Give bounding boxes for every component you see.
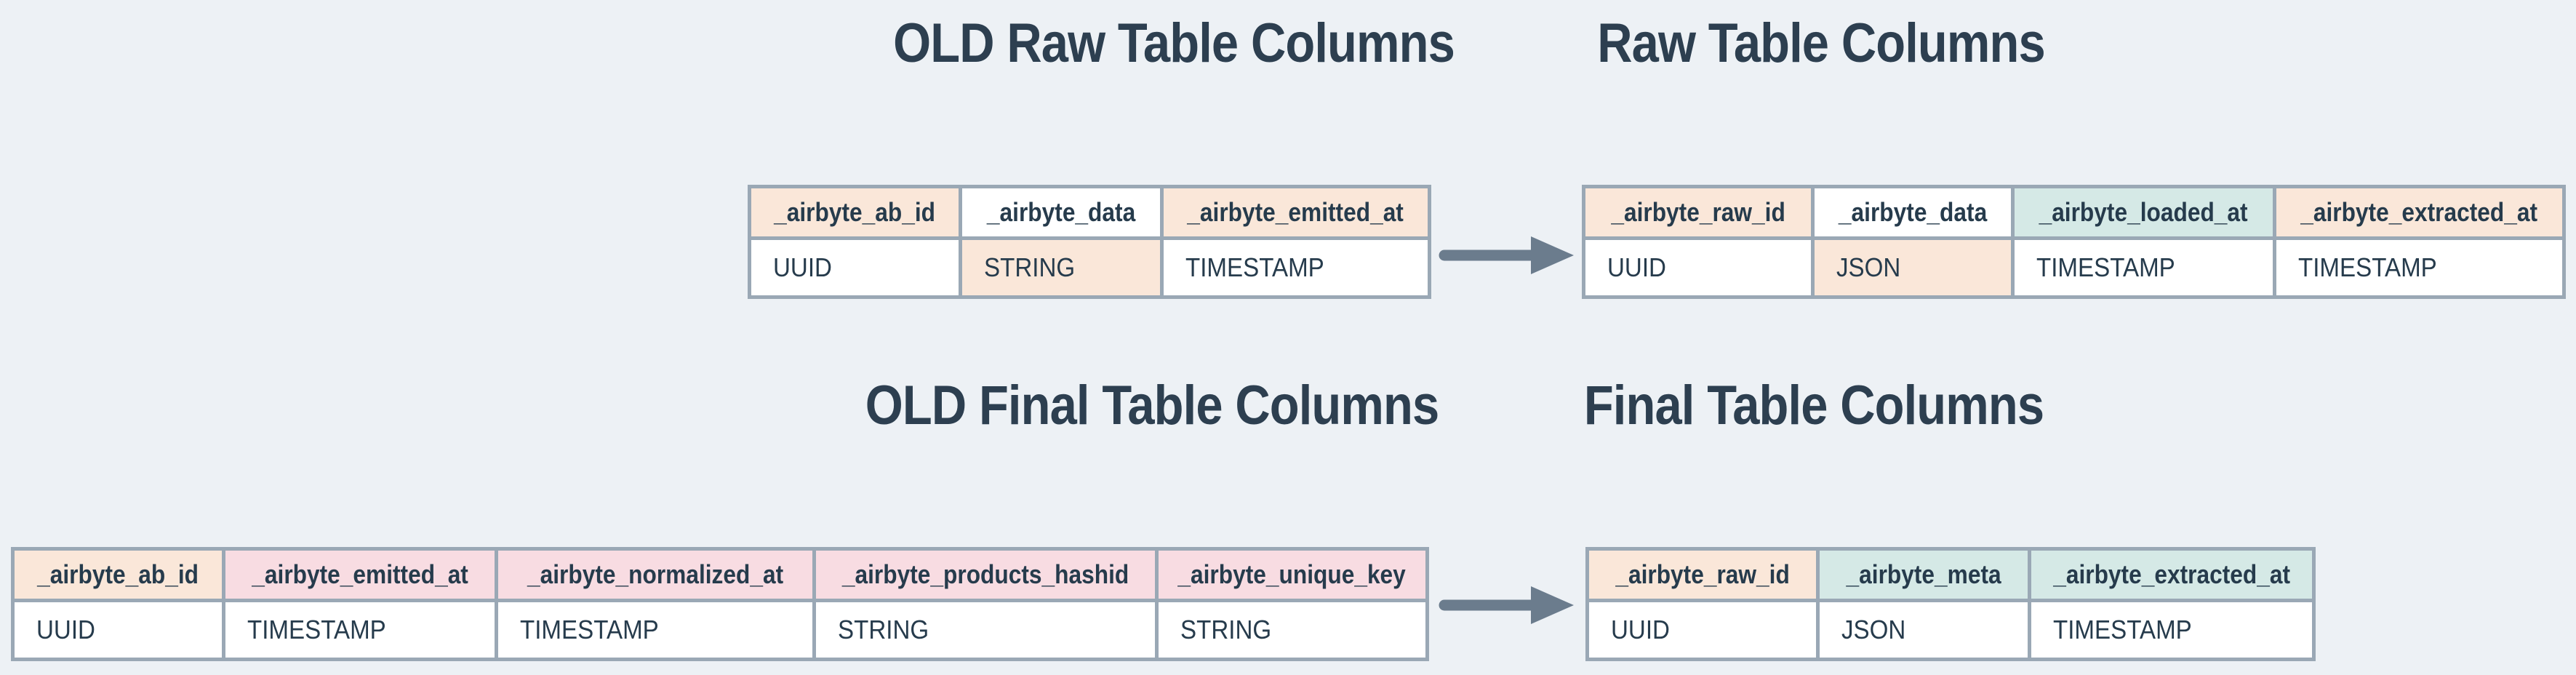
column-type-cell: UUID — [1589, 602, 1816, 658]
column-type-label: TIMESTAMP — [2053, 615, 2192, 644]
column-header-cell: _airbyte_products_hashid — [816, 551, 1155, 599]
column-header-cell: _airbyte_unique_key — [1159, 551, 1425, 599]
column-name-label: _airbyte_data — [1838, 197, 1988, 227]
column-type-label: STRING — [838, 615, 929, 644]
column-name-label: _airbyte_loaded_at — [2039, 197, 2249, 227]
column-header-cell: _airbyte_normalized_at — [498, 551, 812, 599]
column-type-cell: TIMESTAMP — [498, 602, 812, 658]
column-type-label: UUID — [36, 615, 95, 644]
column-type-label: UUID — [773, 252, 832, 282]
column-type-label: JSON — [1836, 252, 1901, 282]
final-table-title: Final Table Columns — [1583, 375, 2044, 436]
column-type-cell: STRING — [1159, 602, 1425, 658]
column-type-cell: JSON — [1820, 602, 2028, 658]
column-name-label: _airbyte_emitted_at — [1187, 197, 1404, 227]
final-migration-arrow-icon — [1439, 586, 1574, 624]
column-name-label: _airbyte_products_hashid — [841, 559, 1129, 589]
column-type-label: UUID — [1611, 615, 1670, 644]
column-type-cell: UUID — [15, 602, 222, 658]
column-header-cell: _airbyte_extracted_at — [2276, 188, 2562, 236]
column-name-label: _airbyte_normalized_at — [527, 559, 784, 589]
column-type-label: TIMESTAMP — [2298, 252, 2437, 282]
column-name-label: _airbyte_extracted_at — [2053, 559, 2290, 589]
column-name-label: _airbyte_extracted_at — [2300, 197, 2538, 227]
column-name-label: _airbyte_ab_id — [774, 197, 936, 227]
column-name-label: _airbyte_meta — [1846, 559, 2001, 589]
column-header-cell: _airbyte_raw_id — [1585, 188, 1811, 236]
old-final-table-title: OLD Final Table Columns — [865, 375, 1439, 436]
column-type-cell: STRING — [816, 602, 1155, 658]
column-type-cell: JSON — [1815, 240, 2011, 295]
column-name-label: _airbyte_emitted_at — [252, 559, 468, 589]
column-header-cell: _airbyte_raw_id — [1589, 551, 1816, 599]
column-type-label: TIMESTAMP — [2036, 252, 2175, 282]
column-name-label: _airbyte_unique_key — [1177, 559, 1407, 589]
column-type-cell: TIMESTAMP — [225, 602, 495, 658]
column-type-label: JSON — [1841, 615, 1906, 644]
column-type-cell: TIMESTAMP — [2031, 602, 2312, 658]
column-type-cell: TIMESTAMP — [1164, 240, 1428, 295]
column-header-cell: _airbyte_emitted_at — [225, 551, 495, 599]
column-name-label: _airbyte_ab_id — [37, 559, 199, 589]
column-header-cell: _airbyte_ab_id — [751, 188, 959, 236]
old-raw-table-title: OLD Raw Table Columns — [893, 12, 1455, 74]
column-type-label: UUID — [1607, 252, 1666, 282]
column-type-label: STRING — [984, 252, 1076, 282]
column-type-label: STRING — [1180, 615, 1272, 644]
column-type-cell: TIMESTAMP — [2276, 240, 2562, 295]
column-header-cell: _airbyte_ab_id — [15, 551, 222, 599]
column-header-cell: _airbyte_data — [1815, 188, 2011, 236]
column-header-cell: _airbyte_meta — [1820, 551, 2028, 599]
column-header-cell: _airbyte_emitted_at — [1164, 188, 1428, 236]
column-name-label: _airbyte_data — [986, 197, 1136, 227]
column-type-label: TIMESTAMP — [520, 615, 659, 644]
column-header-cell: _airbyte_loaded_at — [2015, 188, 2273, 236]
raw-table-title: Raw Table Columns — [1597, 12, 2045, 74]
raw-migration-arrow-icon — [1439, 236, 1574, 274]
column-type-cell: TIMESTAMP — [2015, 240, 2273, 295]
column-type-cell: UUID — [751, 240, 959, 295]
column-header-cell: _airbyte_data — [962, 188, 1160, 236]
column-type-cell: STRING — [962, 240, 1160, 295]
column-header-cell: _airbyte_extracted_at — [2031, 551, 2312, 599]
column-type-label: TIMESTAMP — [247, 615, 386, 644]
column-name-label: _airbyte_raw_id — [1615, 559, 1790, 589]
column-type-label: TIMESTAMP — [1185, 252, 1324, 282]
column-type-cell: UUID — [1585, 240, 1811, 295]
column-name-label: _airbyte_raw_id — [1611, 197, 1785, 227]
